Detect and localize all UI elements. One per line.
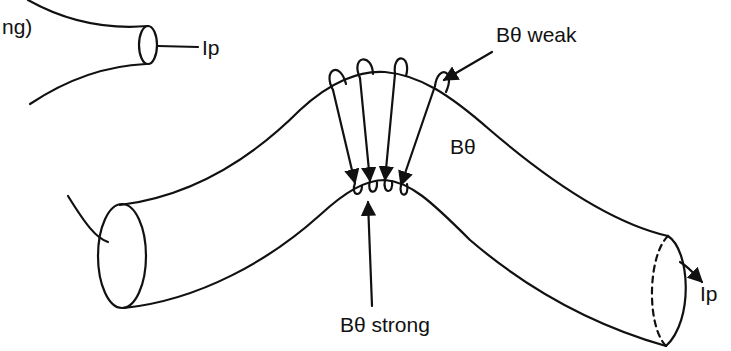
tube-outline — [120, 72, 668, 236]
leader-line — [158, 46, 198, 47]
tube-outline — [28, 0, 148, 27]
partial-label: ng) — [2, 16, 32, 37]
current-label: Ip — [700, 283, 718, 304]
field-label: Bθ — [450, 136, 476, 157]
callout-arrow — [444, 52, 492, 80]
tube-end-hidden — [652, 236, 668, 346]
field-label: Bθ weak — [496, 24, 577, 45]
current-arrow — [680, 262, 702, 282]
current-label: Ip — [202, 37, 220, 58]
tube-end — [666, 236, 686, 346]
tube-end — [139, 26, 157, 64]
field-lines — [330, 58, 449, 194]
tube-outline — [124, 180, 666, 346]
field-label: Bθ strong — [340, 314, 430, 335]
tube-outline — [30, 64, 146, 104]
callout-arrow — [368, 202, 372, 306]
tube-end — [98, 204, 146, 308]
leader-line — [68, 196, 108, 242]
